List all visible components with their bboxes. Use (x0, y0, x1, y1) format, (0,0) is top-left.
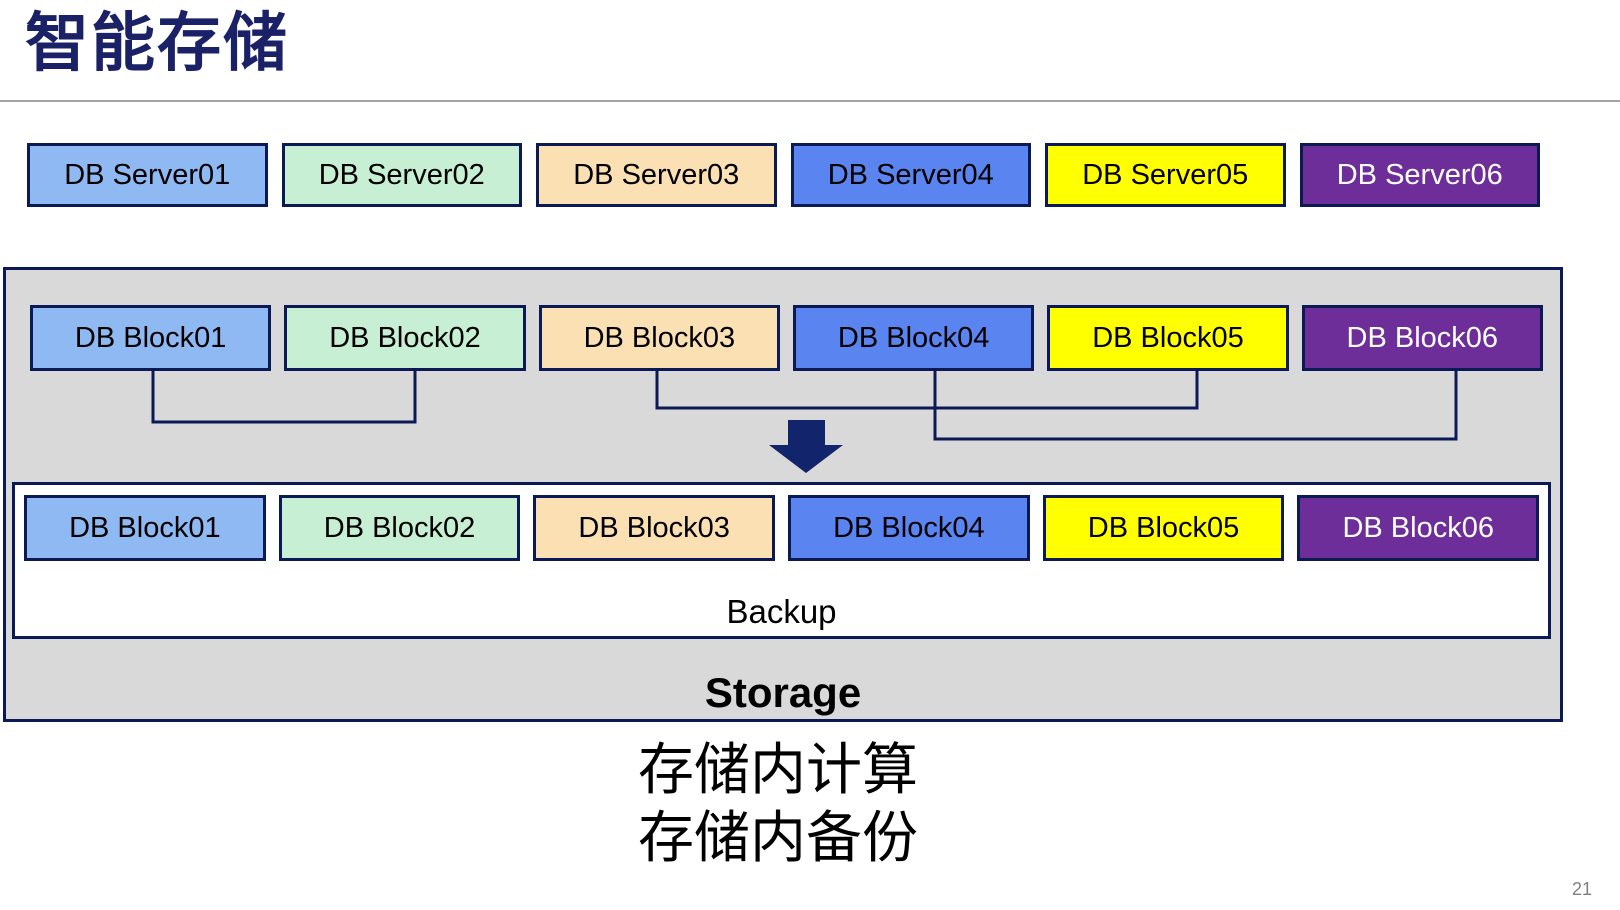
db-block-box: DB Block03 (533, 495, 776, 561)
caption-text: 存储内计算 存储内备份 (638, 736, 918, 872)
connector-lines (151, 371, 1458, 473)
db-block-box: DB Block05 (1042, 495, 1285, 561)
db-block-box: DB Block02 (278, 495, 521, 561)
down-arrow-icon (769, 420, 843, 473)
caption-line-2: 存储内备份 (638, 806, 918, 869)
db-block-box: DB Block01 (30, 305, 272, 371)
title-divider (0, 100, 1620, 102)
db-block-box: DB Block02 (284, 305, 526, 371)
db-server-box: DB Server04 (790, 143, 1031, 207)
db-block-box: DB Block06 (1297, 495, 1540, 561)
db-server-box: DB Server05 (1045, 143, 1286, 207)
db-server-box: DB Server02 (281, 143, 522, 207)
db-block-box: DB Block03 (538, 305, 780, 371)
db-server-box: DB Server06 (1299, 143, 1540, 207)
db-block-box: DB Block04 (788, 495, 1030, 561)
page-number: 21 (1571, 879, 1592, 899)
db-server-box: DB Server03 (536, 143, 777, 207)
slide-title: 智能存储 (25, 7, 289, 79)
db-server-box: DB Server01 (27, 143, 268, 207)
backup-label: Backup (726, 593, 837, 630)
caption-line-1: 存储内计算 (638, 738, 918, 801)
db-block-box: DB Block06 (1301, 305, 1543, 371)
db-block-box: DB Block01 (24, 495, 266, 561)
db-block-box: DB Block05 (1047, 305, 1289, 371)
storage-label: Storage (704, 669, 862, 716)
db-block-box: DB Block04 (792, 305, 1035, 371)
